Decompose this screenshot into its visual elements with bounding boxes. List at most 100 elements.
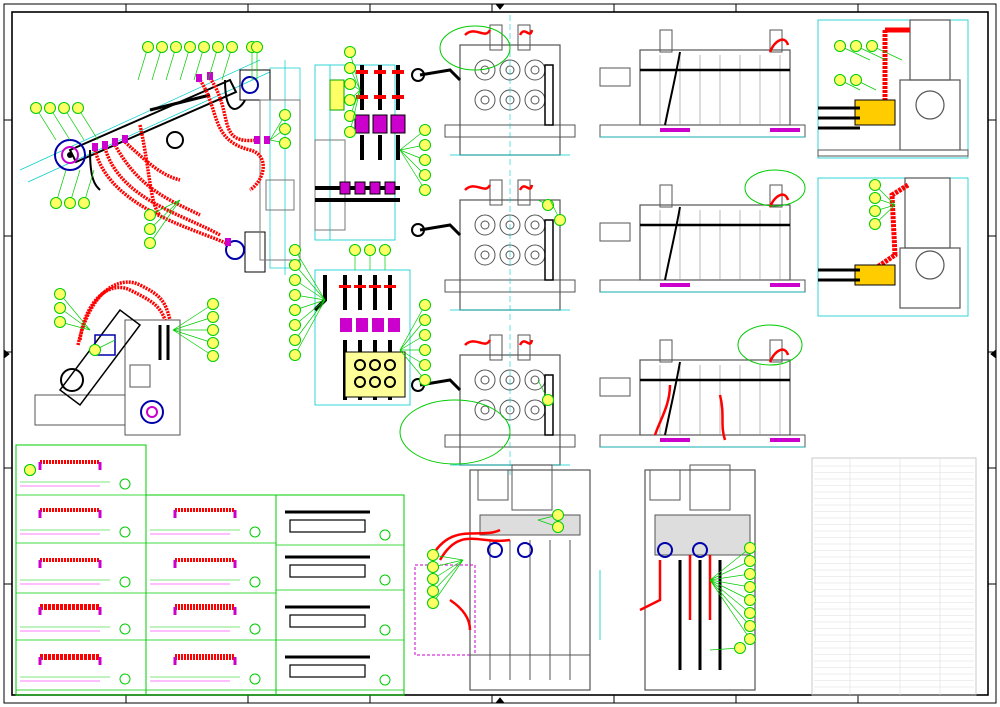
item-balloon [399,314,431,351]
item-balloon [78,169,95,209]
drawing-frame [3,3,997,704]
item-balloon [344,89,361,106]
plate-table-cell [285,605,391,636]
item-balloon [172,329,219,349]
item-balloon [709,579,756,619]
item-balloon [64,169,81,209]
item-balloon [54,288,91,331]
title-block [811,457,977,696]
item-balloon [537,379,554,406]
frame-view-2 [599,184,806,293]
plate-table-cell [285,510,391,541]
item-balloon [344,78,361,91]
item-balloon [54,316,91,331]
item-balloon [427,559,464,573]
item-balloon [165,41,182,81]
item-balloon [399,349,431,371]
item-balloon [834,74,861,91]
item-balloon [709,579,756,632]
item-balloon [399,149,431,196]
hose-table-cell [150,558,261,588]
item-balloon [869,204,896,217]
item-balloon [834,40,871,61]
item-balloon [427,559,464,597]
hose-table-cell [20,654,131,685]
item-balloon [427,549,464,561]
item-balloon [44,102,71,141]
item-balloon [399,349,431,386]
item-balloon [399,149,431,166]
item-balloon [869,204,896,230]
item-balloon [289,289,326,301]
item-balloon [866,40,903,61]
frame-views [599,29,806,448]
plate-table-cell [285,655,391,686]
item-balloon [221,41,238,81]
item-balloon [172,298,219,331]
item-balloon [137,41,154,81]
item-balloon [427,559,464,609]
frame-view-1 [599,29,806,138]
item-balloon [269,109,291,141]
item-balloon [173,324,219,336]
item-balloon [54,302,91,331]
item-balloon [30,102,57,141]
item-balloon [379,244,391,270]
hose-table-cell [20,460,131,490]
pivot-hub [54,76,259,260]
stand-view-2 [411,170,576,320]
hose-fittings [92,72,270,246]
item-balloon [427,559,464,585]
item-balloon [144,199,181,249]
item-balloon [89,339,116,356]
item-balloon [709,642,746,654]
cylinder-detail-1 [817,19,969,159]
item-balloon [144,199,181,221]
item-balloon [399,124,431,151]
item-balloon [344,89,361,138]
item-balloon [850,40,887,61]
item-balloon [289,244,326,301]
hose-table-cell [20,558,131,588]
item-balloon [289,274,326,301]
item-balloon [399,329,431,351]
item-balloon [344,62,361,91]
item-balloon [207,41,224,81]
item-balloon [399,299,431,351]
item-balloon [172,329,219,362]
item-balloon [72,102,99,141]
item-balloon [709,579,756,593]
item-balloon [251,41,263,80]
item-balloon [709,579,756,606]
item-balloon [179,41,196,81]
hydraulic-hoses-red [93,77,265,247]
item-balloon [289,259,326,301]
plate-table-cell [285,555,391,586]
item-balloon [289,299,326,346]
item-balloon [172,311,219,331]
hose-table-cell [20,508,131,538]
item-balloon [549,199,566,226]
section-view-right [599,464,756,691]
item-balloon [289,299,326,361]
item-balloon [193,41,210,81]
item-balloon [399,149,431,181]
hose-parts-table [15,444,405,696]
manifold-detail-bottom [313,269,411,406]
item-balloon [537,519,564,533]
hose-table-cell [150,654,261,685]
item-balloon [349,244,361,270]
item-balloon [869,179,896,206]
item-balloon [869,192,896,206]
hose-table-cell [150,604,261,635]
cylinder-detail-2 [817,177,969,317]
manifold-detail-top [314,64,406,241]
item-balloon [289,299,326,331]
stand-views [399,15,576,475]
item-balloon [709,568,756,581]
item-balloon [709,542,756,581]
hose-routing-detail-lower-left [34,280,181,436]
frame-view-3 [599,339,806,448]
item-balloon [58,102,85,141]
